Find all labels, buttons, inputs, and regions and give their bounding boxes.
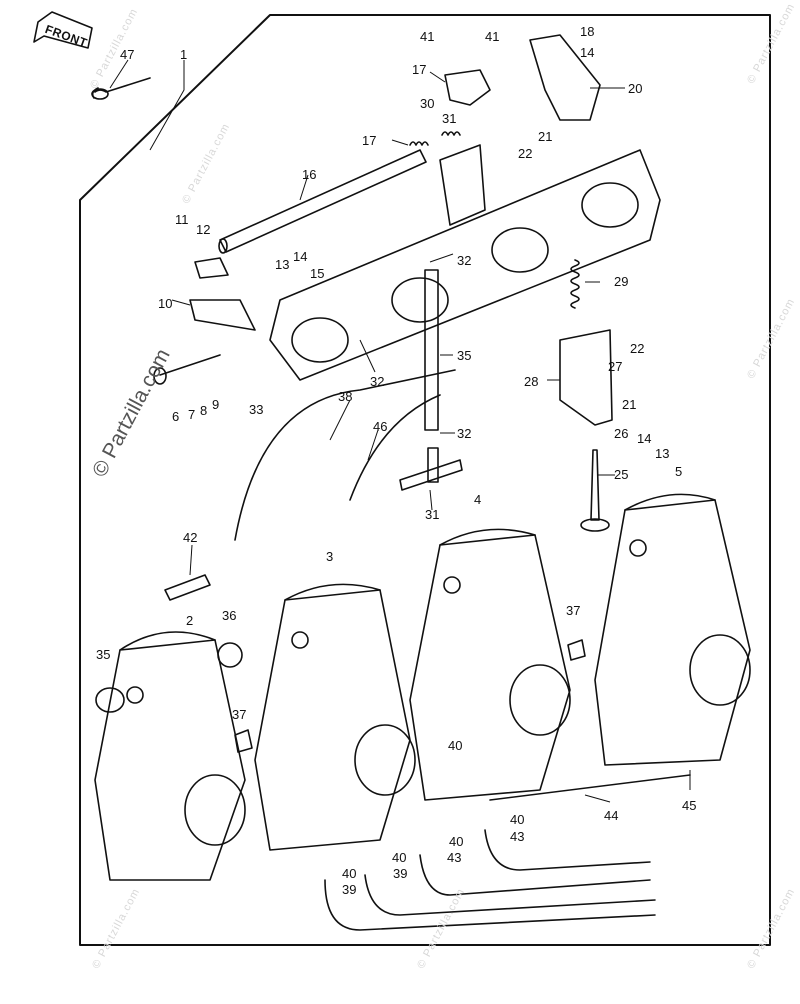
part-44-hose [349,394,441,501]
callout-40e: 40 [342,866,357,881]
part-12-lever [194,257,229,279]
callout-13a: 13 [275,257,290,272]
callout-37b: 37 [232,707,247,722]
callout-41a: 41 [420,29,435,44]
callout-11: 11 [175,212,189,227]
callout-40c: 40 [449,834,464,849]
callout-16: 16 [302,167,317,182]
part-4-carburetor [409,528,571,801]
callout-39a: 39 [393,866,408,881]
callout-25: 27 [608,359,623,374]
callout-31: 31 [425,507,440,522]
callout-4: 4 [474,492,482,507]
callout-45: 44 [604,808,619,823]
callout-35: 35 [96,647,111,662]
front-arrow [33,11,93,49]
callout-41b: 41 [485,29,500,44]
part-18-bracket [444,69,491,106]
callout-42: 42 [183,530,198,545]
callout-43a: 43 [510,829,525,844]
callout-17: 17 [362,133,377,148]
callout-28: 30 [420,96,435,111]
part-23-idle-adjuster [590,449,600,521]
callout-5: 5 [675,464,683,479]
part-42-fitting [164,574,211,601]
callout-46: 45 [682,798,697,813]
callout-40b: 40 [510,812,525,827]
callout-7: 7 [188,407,196,422]
part-43-hose [484,829,651,871]
callout-13b: 13 [655,446,670,461]
callout-14b: 14 [293,249,308,264]
part-37-plug [234,729,253,753]
part-16-throttle-shaft [219,149,427,253]
callout-30: 32 [370,374,385,389]
callout-26: 28 [524,374,539,389]
part-27-spring [570,259,580,309]
part-26-bracket [559,329,613,426]
callout-23: 25 [614,467,629,482]
callout-19: 18 [580,24,595,39]
callout-34: 35 [457,348,472,363]
callout-21a: 21 [538,129,553,144]
part-17-spring [409,141,429,146]
callout-21b: 21 [622,397,637,412]
callout-32a: 32 [457,253,472,268]
callout-38: 38 [338,389,353,404]
callout-12: 12 [196,222,211,237]
part-35-cap [95,687,125,713]
part-39-hose [364,874,656,916]
callout-33: 33 [249,402,264,417]
callout-39b: 39 [342,882,357,897]
part-6-screw [159,354,221,376]
callout-6: 6 [172,409,180,424]
callout-37a: 37 [566,603,581,618]
part-2-carburetor [94,631,246,881]
part-31-tee-fitting [399,447,463,491]
part-30-mounting-plate [269,149,661,381]
part-20-bracket [529,34,601,121]
callout-24: 26 [614,426,629,441]
part-45-hose [489,774,691,801]
callout-22a: 22 [518,146,533,161]
callout-40d: 40 [392,850,407,865]
callout-10: 10 [158,296,173,311]
callout-14c: 14 [637,431,652,446]
callout-44: 46 [373,419,388,434]
callout-8: 8 [200,403,208,418]
callout-20: 20 [628,81,643,96]
diagram-frame [79,14,771,946]
callout-40a: 40 [448,738,463,753]
part-38-hose [234,369,456,541]
callout-3: 3 [326,549,334,564]
part-29-spring [441,131,461,136]
callout-36: 36 [222,608,237,623]
callout-18: 17 [412,62,427,77]
callout-2: 2 [186,613,194,628]
callout-27: 29 [614,274,629,289]
part-36-cap [217,642,243,668]
part-5-carburetor [594,493,751,766]
callout-32b: 32 [457,426,472,441]
part-10-lever [189,299,256,331]
callout-29: 31 [442,111,457,126]
callout-15: 15 [310,266,325,281]
part-3-carburetor [254,583,416,851]
callout-14a: 14 [580,45,595,60]
callout-9: 9 [212,397,220,412]
callout-43b: 43 [447,850,462,865]
part-34-tube [424,269,439,431]
callout-1: 1 [180,47,188,62]
callout-47: 47 [120,47,135,62]
callout-22b: 22 [630,341,645,356]
